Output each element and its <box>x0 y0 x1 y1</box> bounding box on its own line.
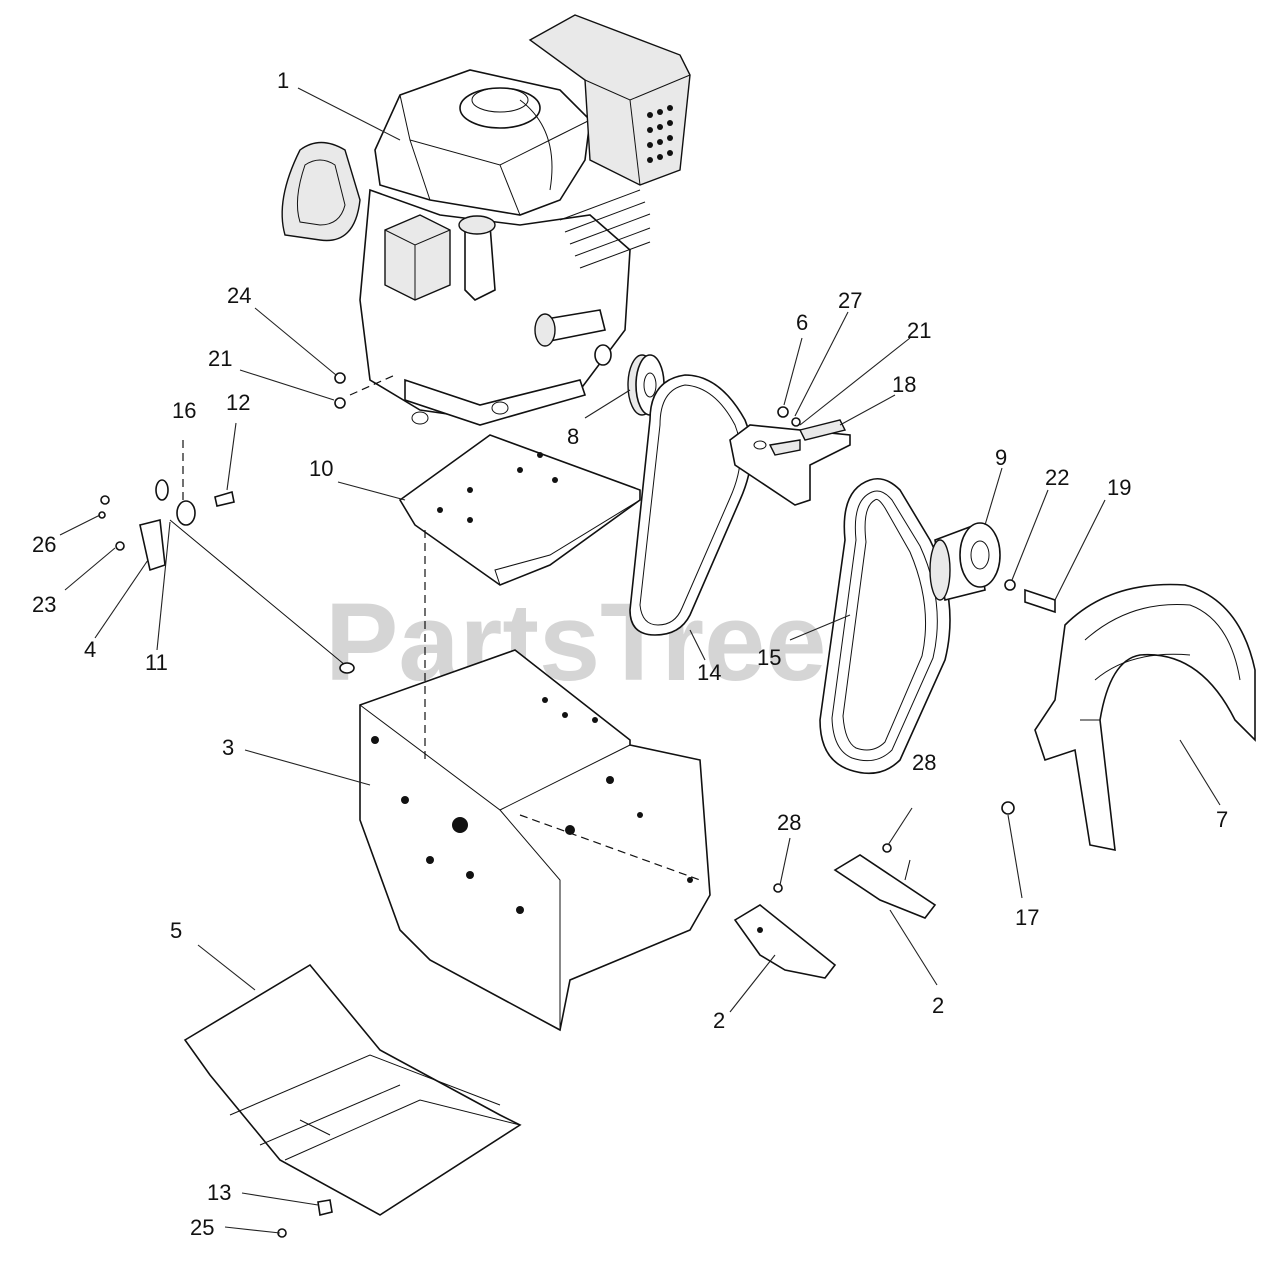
callout-5: 5 <box>170 918 182 943</box>
callout-24: 24 <box>227 283 251 308</box>
callout-25: 25 <box>190 1215 214 1240</box>
cylinder-fins <box>559 189 651 269</box>
callout-2a: 2 <box>713 1008 725 1033</box>
callout-1: 1 <box>277 68 289 93</box>
callout-3: 3 <box>222 735 234 760</box>
callout-22: 22 <box>1045 465 1069 490</box>
frame-holes <box>371 697 693 914</box>
callout-10: 10 <box>309 456 333 481</box>
rod-11 <box>169 519 346 666</box>
engine-part-1[interactable] <box>281 14 691 426</box>
bracket-4 <box>139 519 166 572</box>
washer-22 <box>1004 579 1016 591</box>
callout-26: 26 <box>32 532 56 557</box>
callout-17: 17 <box>1015 905 1039 930</box>
belt-part-14[interactable] <box>629 374 753 636</box>
frame-part-3[interactable] <box>359 649 711 1032</box>
clip-11 <box>155 479 169 501</box>
bracket-part-2-right[interactable] <box>833 854 937 919</box>
callout-12: 12 <box>226 390 250 415</box>
nut-26 <box>100 495 110 505</box>
screw-23 <box>115 541 125 551</box>
callout-15: 15 <box>757 645 781 670</box>
bracket-part-2-left[interactable] <box>733 904 837 979</box>
callout-21b: 21 <box>907 318 931 343</box>
callout-2b: 2 <box>932 993 944 1018</box>
grommet-16 <box>176 500 196 526</box>
nut-28-right <box>882 843 892 853</box>
bolt-19 <box>1024 588 1056 614</box>
watermark: PartsTree ™ <box>325 581 943 704</box>
assembly-lines <box>182 374 701 881</box>
callout-labels: 1 24 21 16 12 10 26 23 4 11 8 14 6 27 21… <box>32 68 1228 1240</box>
muffler-vents <box>647 105 673 163</box>
bolt-17 <box>1001 801 1015 815</box>
leader-lines <box>59 87 1221 1234</box>
callout-11: 11 <box>145 650 168 675</box>
belt-cover-part-7[interactable] <box>1034 583 1256 851</box>
washer-21 <box>334 397 346 409</box>
watermark-text: PartsTree <box>325 581 826 704</box>
callout-27: 27 <box>838 288 862 313</box>
callout-13: 13 <box>207 1180 231 1205</box>
nut-24 <box>334 372 346 384</box>
callout-8: 8 <box>567 424 579 449</box>
bolt-12 <box>214 490 235 507</box>
callout-9: 9 <box>995 445 1007 470</box>
callout-23: 23 <box>32 592 56 617</box>
pulley-part-9[interactable] <box>929 522 1001 601</box>
callout-14: 14 <box>697 660 721 685</box>
callout-4: 4 <box>84 637 96 662</box>
idler-bracket-assembly[interactable] <box>729 406 851 506</box>
step-plate-part-5[interactable] <box>183 963 522 1216</box>
callout-28a: 28 <box>777 810 801 835</box>
callout-7: 7 <box>1216 807 1228 832</box>
clip-13 <box>317 1199 333 1216</box>
callout-21: 21 <box>208 346 232 371</box>
belt-part-15[interactable] <box>819 477 951 775</box>
engine-plate-part-10[interactable] <box>398 434 641 586</box>
callout-19: 19 <box>1107 475 1131 500</box>
callout-28b: 28 <box>912 750 936 775</box>
callout-6: 6 <box>796 310 808 335</box>
callout-18: 18 <box>892 372 916 397</box>
callout-16: 16 <box>172 398 196 423</box>
nut-28-left <box>773 883 783 893</box>
hardware-items <box>98 372 1056 1238</box>
